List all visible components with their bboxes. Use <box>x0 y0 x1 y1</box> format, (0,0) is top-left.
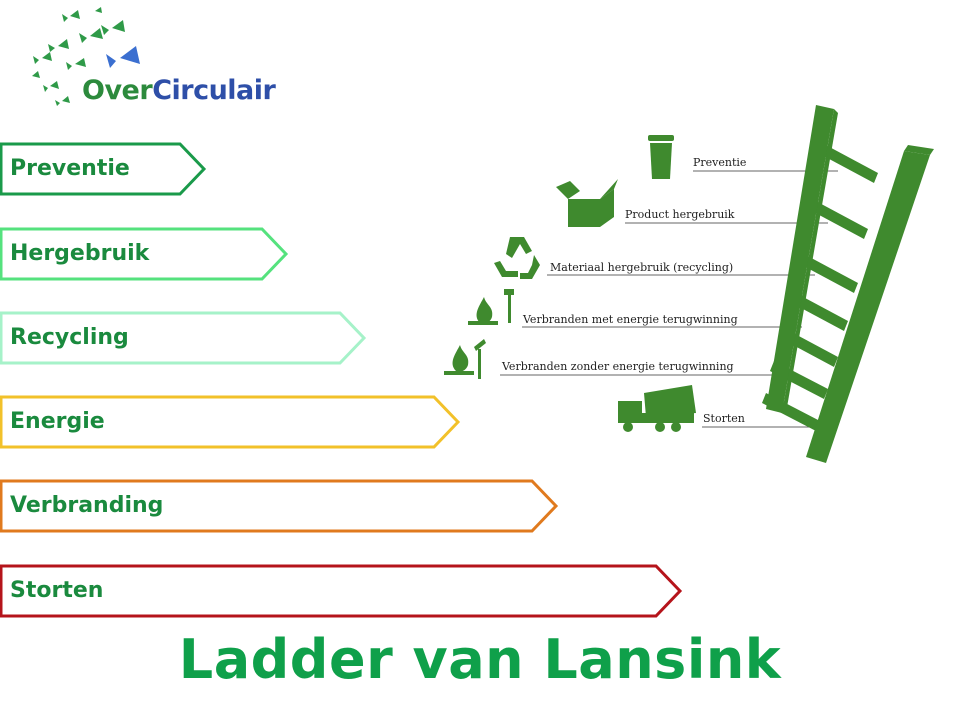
ladder-label-preventie: Preventie <box>693 156 747 169</box>
overcirculair-logo: OverCirculair <box>20 6 290 116</box>
step-label: Preventie <box>10 156 130 181</box>
arrow-shape <box>0 564 683 618</box>
ladder-label-storten: Storten <box>703 412 745 425</box>
recycle-icon <box>494 237 540 279</box>
ladder-label-materiaal-hergebruik: Materiaal hergebruik (recycling) <box>550 261 734 274</box>
dump-truck-icon <box>618 385 696 432</box>
butterflies-icon <box>32 7 140 106</box>
step-energie: Energie <box>0 395 464 449</box>
step-label: Verbranding <box>10 493 164 518</box>
step-hergebruik: Hergebruik <box>0 227 292 281</box>
step-preventie: Preventie <box>0 142 210 196</box>
step-storten: Storten <box>0 564 686 618</box>
ladder-icon <box>444 105 934 463</box>
ladder-illustration: Preventie Product hergebruik Materiaal h… <box>430 95 950 475</box>
arrow-shape <box>0 311 367 365</box>
step-label: Storten <box>10 578 104 603</box>
fire-plug-icon <box>468 289 514 325</box>
step-label: Energie <box>10 409 105 434</box>
arrow-shape <box>0 479 559 533</box>
step-label: Hergebruik <box>10 241 150 266</box>
step-label: Recycling <box>10 325 129 350</box>
trash-bin-icon <box>648 135 674 179</box>
step-verbranding: Verbranding <box>0 479 562 533</box>
ladder-label-verbranden-zonder-energie: Verbranden zonder energie terugwinning <box>502 360 734 373</box>
ladder-label-verbranden-met-energie: Verbranden met energie terugwinning <box>523 313 738 326</box>
arrow-shape <box>0 227 289 281</box>
arrow-shape <box>0 395 461 449</box>
logo-wordmark: OverCirculair <box>82 75 276 106</box>
fire-icon <box>444 339 486 379</box>
page-title: Ladder van Lansink <box>178 628 782 691</box>
ladder-label-product-hergebruik: Product hergebruik <box>625 208 735 221</box>
box-icon <box>556 179 618 227</box>
step-recycling: Recycling <box>0 311 370 365</box>
arrow-shape <box>0 142 207 196</box>
